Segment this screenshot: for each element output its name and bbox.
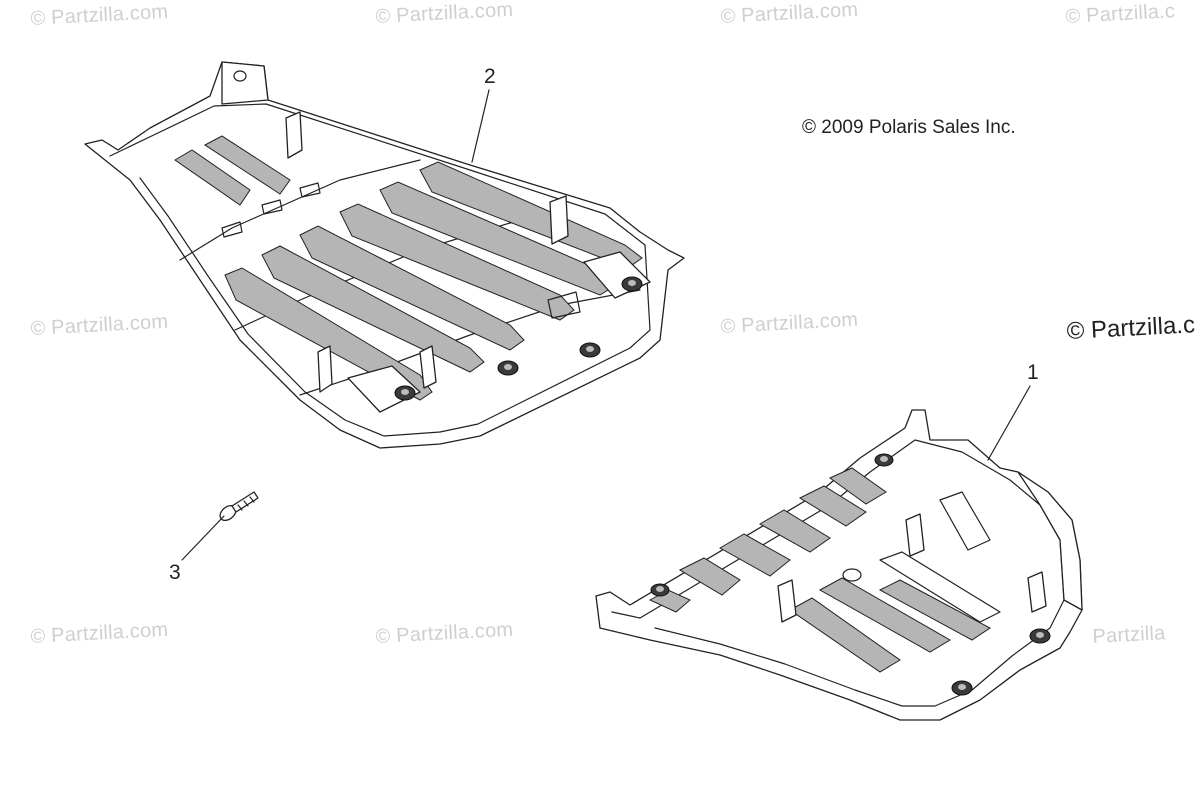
skid-plate-upper	[84, 61, 685, 449]
callout-label-2: 2	[484, 65, 496, 88]
leader-lines	[181, 89, 1031, 561]
skid-plate-lower	[595, 409, 1083, 721]
copyright-notice: © 2009 Polaris Sales Inc.	[802, 117, 1016, 138]
callout-label-1: 1	[1027, 361, 1039, 384]
callout-label-3: 3	[169, 561, 181, 584]
screw	[219, 491, 259, 522]
